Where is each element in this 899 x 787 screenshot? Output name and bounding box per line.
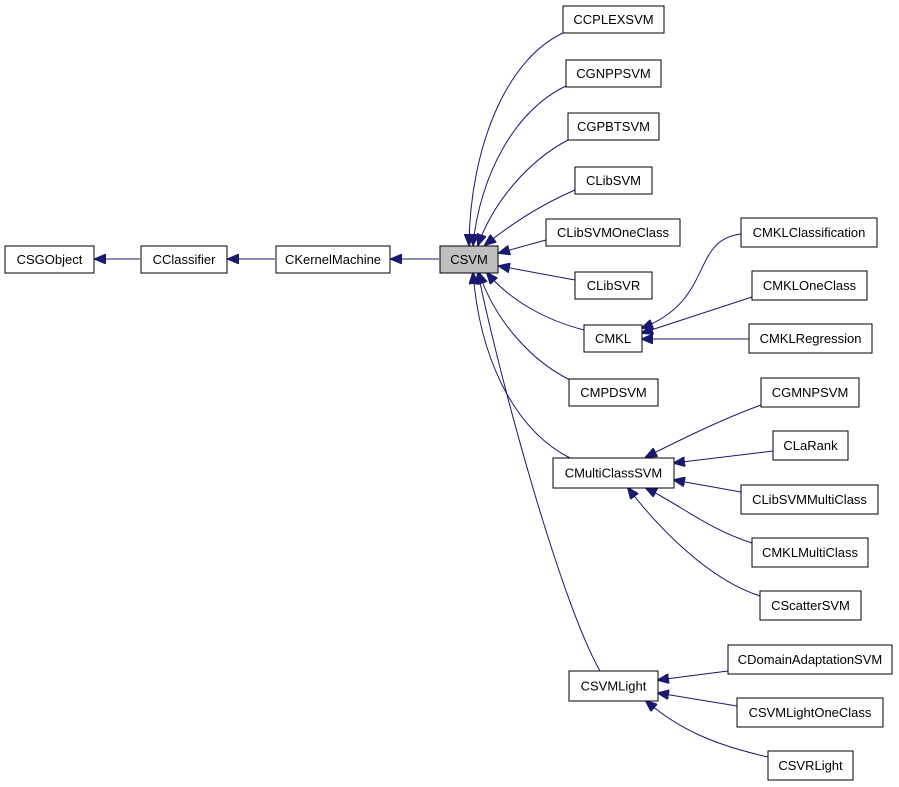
node-clibsvr[interactable]: CLibSVR [574,271,653,300]
node-label: CLibSVMMultiClass [752,492,867,507]
edge-cmklmulticlass-to-cmulticlasssvm [646,488,753,544]
node-label: CSGObject [17,252,83,267]
node-cmkl[interactable]: CMKL [583,324,643,353]
node-label: CGNPPSVM [576,66,650,81]
edge-cmulticlasssvm-to-csvm [473,273,571,459]
node-label: CMultiClassSVM [565,466,663,481]
node-label: CSVRLight [778,758,843,773]
nodes: CSGObject CClassifier CKernelMachine CSV… [4,5,893,781]
edge-cscattersvm-to-cmulticlasssvm [628,488,761,597]
edge-clibsvm-to-csvm [485,189,576,245]
node-cclassifier[interactable]: CClassifier [140,245,228,274]
edge-cgnppsvm-to-csvm [473,85,567,245]
edge-cmpdsvm-to-csvm [479,273,571,381]
edge-cdomainadaptationsvm-to-csvmlight [658,670,729,680]
edge-csvrlight-to-csvmlight [646,701,769,758]
node-cdomainadaptationsvm[interactable]: CDomainAdaptationSVM [727,644,893,675]
node-ccplexsvm[interactable]: CCPLEXSVM [562,5,665,34]
node-csvmlight[interactable]: CSVMLight [568,670,659,702]
node-csvm[interactable]: CSVM [439,245,499,274]
node-cgnppsvm[interactable]: CGNPPSVM [565,59,662,88]
edge-cmkloneclass-to-cmkl [642,296,753,333]
node-label: CGMNPSVM [772,385,849,400]
node-clibsvmmulticlass[interactable]: CLibSVMMultiClass [740,484,879,515]
node-label: CScatterSVM [771,598,850,613]
node-cmpdsvm[interactable]: CMPDSVM [568,378,659,407]
node-label: CMKLRegression [760,331,862,346]
node-label: CMPDSVM [580,385,646,400]
node-cmulticlasssvm[interactable]: CMultiClassSVM [552,457,675,489]
edge-cmklclassification-to-cmkl [642,233,742,328]
edge-clibsvmmulticlass-to-cmulticlasssvm [674,480,742,493]
node-clarank[interactable]: CLaRank [772,430,849,461]
node-label: CMKL [595,331,631,346]
node-cgpbtsvm[interactable]: CGPBTSVM [567,112,660,141]
node-label: CClassifier [153,252,217,267]
edge-csvmlightoneclass-to-csvmlight [658,693,738,707]
node-label: CLibSVMOneClass [557,225,669,240]
node-label: CDomainAdaptationSVM [738,652,883,667]
node-label: CCPLEXSVM [573,12,653,27]
edge-cgmnpsvm-to-cmulticlasssvm [646,404,762,457]
node-clibsvm[interactable]: CLibSVM [574,166,653,195]
node-label: CLibSVM [586,173,641,188]
node-ckernelmachine[interactable]: CKernelMachine [275,245,391,274]
edge-clarank-to-cmulticlasssvm [674,450,774,463]
node-label: CLibSVR [587,278,640,293]
node-cmklregression[interactable]: CMKLRegression [748,323,873,354]
edges [95,32,774,758]
edge-ccplexsvm-to-csvm [469,32,564,245]
node-label: CMKLOneClass [763,278,857,293]
node-label: CGPBTSVM [577,119,650,134]
edge-cmkl-to-csvm [487,273,585,331]
node-label: CSVMLight [581,679,647,694]
node-label: CSVMLightOneClass [749,705,872,720]
edge-clibsvmoneclass-to-csvm [499,239,547,253]
node-label: CMKLMultiClass [762,545,859,560]
node-csvmlightoneclass[interactable]: CSVMLightOneClass [736,697,884,728]
node-label: CLaRank [783,438,838,453]
node-cmklclassification[interactable]: CMKLClassification [740,217,878,248]
node-clibsvmoneclass[interactable]: CLibSVMOneClass [545,218,681,247]
edge-cgpbtsvm-to-csvm [478,139,569,245]
node-label: CKernelMachine [285,252,381,267]
node-cmkloneclass[interactable]: CMKLOneClass [751,270,868,301]
node-label: CSVM [450,252,488,267]
node-cgmnpsvm[interactable]: CGMNPSVM [760,377,860,408]
edge-csvmlight-to-csvm [478,273,601,672]
edge-clibsvr-to-csvm [499,266,576,281]
node-csgobject[interactable]: CSGObject [4,245,95,274]
node-cscattersvm[interactable]: CScatterSVM [759,590,862,621]
node-csvrlight[interactable]: CSVRLight [767,750,854,781]
node-cmklmulticlass[interactable]: CMKLMultiClass [751,537,869,568]
node-label: CMKLClassification [753,225,866,240]
